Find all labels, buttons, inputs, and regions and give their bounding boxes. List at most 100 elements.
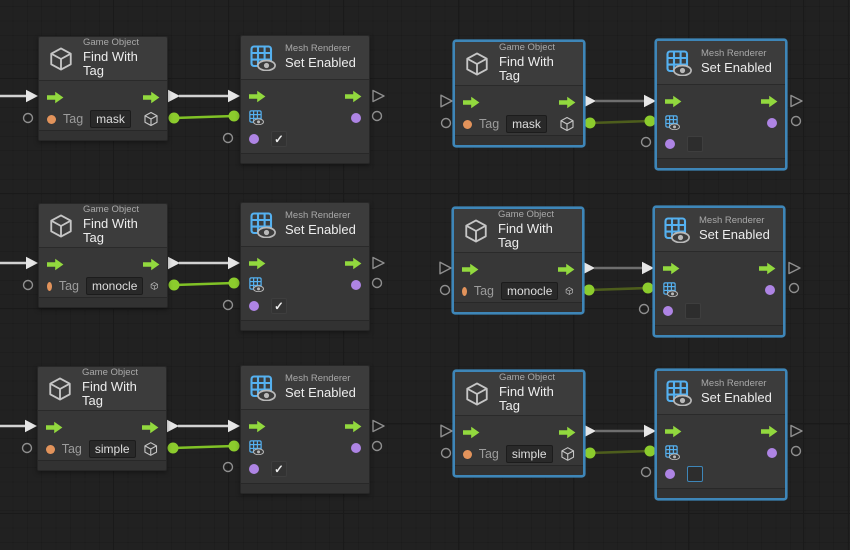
flow-output-port-icon[interactable]	[344, 257, 362, 270]
node-set-enabled-r1-right[interactable]: Mesh Renderer Set Enabled ✓	[656, 40, 786, 169]
game-object-output-port-icon[interactable]	[150, 278, 159, 294]
renderer-input-port-icon[interactable]	[663, 282, 678, 297]
value-output-port[interactable]	[351, 112, 361, 123]
port-unconnected-flow-output[interactable]	[372, 419, 385, 433]
port-unconnected-tag-input[interactable]	[21, 442, 33, 454]
port-unconnected-tag-input[interactable]	[440, 117, 452, 129]
wire-value-r1-right[interactable]	[584, 115, 656, 129]
value-output-port[interactable]	[767, 447, 777, 458]
wire-value-r3-right[interactable]	[584, 445, 656, 459]
flow-input-port-icon[interactable]	[462, 96, 480, 109]
port-unconnected-flow-output[interactable]	[788, 261, 801, 275]
flow-input-port-icon[interactable]	[664, 95, 682, 108]
flow-input-port-icon[interactable]	[46, 258, 64, 271]
port-unconnected-flow-output[interactable]	[372, 256, 385, 270]
flow-output-port-icon[interactable]	[758, 262, 776, 275]
wire-value-r2-right[interactable]	[583, 282, 654, 296]
wire-flow-incoming-r3-left[interactable]	[0, 419, 37, 433]
game-object-output-port-icon[interactable]	[143, 111, 159, 127]
port-unconnected-bool-input[interactable]	[640, 466, 652, 478]
tag-value-field[interactable]: mask	[506, 115, 547, 133]
flow-output-port-icon[interactable]	[141, 421, 159, 434]
flow-output-port-icon[interactable]	[558, 96, 576, 109]
renderer-input-port-icon[interactable]	[249, 277, 264, 292]
bool-input-port[interactable]	[665, 138, 675, 149]
port-unconnected-bool-input[interactable]	[222, 299, 234, 311]
tag-value-field[interactable]: monocle	[86, 277, 144, 295]
flow-output-port-icon[interactable]	[760, 95, 778, 108]
wire-flow-r3-left[interactable]	[167, 419, 240, 433]
node-set-enabled-r3-left[interactable]: Mesh Renderer Set Enabled ✓	[240, 365, 370, 494]
port-unconnected-bool-input[interactable]	[638, 303, 650, 315]
port-unconnected-bool-input[interactable]	[640, 136, 652, 148]
port-unconnected-value-output[interactable]	[371, 440, 383, 452]
renderer-input-port-icon[interactable]	[249, 110, 264, 125]
tag-input-port[interactable]	[463, 119, 472, 129]
node-find-with-tag-r2-left[interactable]: Game Object Find With Tag Tag monocle	[38, 203, 168, 308]
flow-output-port-icon[interactable]	[557, 263, 575, 276]
value-output-port[interactable]	[351, 279, 361, 290]
bool-input-port[interactable]	[249, 463, 259, 474]
tag-input-port[interactable]	[46, 444, 55, 454]
renderer-input-port-icon[interactable]	[665, 115, 680, 130]
port-unconnected-tag-input[interactable]	[22, 279, 34, 291]
bool-input-port[interactable]	[249, 133, 259, 144]
node-find-with-tag-r2-right[interactable]: Game Object Find With Tag Tag monocle	[453, 208, 583, 313]
wire-flow-r3-right[interactable]	[584, 424, 656, 438]
flow-input-port-icon[interactable]	[248, 257, 266, 270]
flow-output-port-icon[interactable]	[760, 425, 778, 438]
port-unconnected-value-output[interactable]	[371, 277, 383, 289]
wire-value-r3-left[interactable]	[167, 440, 240, 454]
port-unconnected-flow-input[interactable]	[440, 424, 453, 438]
port-unconnected-flow-input[interactable]	[439, 261, 452, 275]
flow-input-port-icon[interactable]	[664, 425, 682, 438]
wire-value-r2-left[interactable]	[168, 277, 240, 291]
tag-value-field[interactable]: simple	[88, 440, 136, 458]
flow-input-port-icon[interactable]	[248, 90, 266, 103]
node-set-enabled-r3-right[interactable]: Mesh Renderer Set Enabled ✓	[656, 370, 786, 499]
port-unconnected-flow-output[interactable]	[790, 94, 803, 108]
port-unconnected-bool-input[interactable]	[222, 132, 234, 144]
tag-value-field[interactable]: mask	[90, 110, 131, 128]
node-set-enabled-r2-right[interactable]: Mesh Renderer Set Enabled ✓	[654, 207, 784, 336]
flow-output-port-icon[interactable]	[344, 90, 362, 103]
tag-input-port[interactable]	[462, 286, 467, 296]
flow-input-port-icon[interactable]	[461, 263, 479, 276]
value-output-port[interactable]	[767, 117, 777, 128]
bool-input-port[interactable]	[663, 305, 673, 316]
wire-value-r1-left[interactable]	[168, 110, 240, 124]
tag-value-field[interactable]: monocle	[501, 282, 559, 300]
game-object-output-port-icon[interactable]	[559, 116, 575, 132]
flow-output-port-icon[interactable]	[558, 426, 576, 439]
enabled-checkbox[interactable]: ✓	[271, 297, 287, 314]
port-unconnected-flow-input[interactable]	[440, 94, 453, 108]
node-set-enabled-r1-left[interactable]: Mesh Renderer Set Enabled ✓	[240, 35, 370, 164]
value-output-port[interactable]	[765, 284, 775, 295]
tag-value-field[interactable]: simple	[505, 445, 553, 463]
wire-flow-incoming-r1-left[interactable]	[0, 89, 38, 103]
wire-flow-incoming-r2-left[interactable]	[0, 256, 38, 270]
flow-input-port-icon[interactable]	[662, 262, 680, 275]
port-unconnected-value-output[interactable]	[371, 110, 383, 122]
tag-input-port[interactable]	[47, 281, 52, 291]
port-unconnected-bool-input[interactable]	[222, 461, 234, 473]
port-unconnected-value-output[interactable]	[790, 115, 802, 127]
port-unconnected-tag-input[interactable]	[22, 112, 34, 124]
wire-flow-r1-right[interactable]	[584, 94, 656, 108]
renderer-input-port-icon[interactable]	[665, 445, 680, 460]
port-unconnected-tag-input[interactable]	[440, 447, 452, 459]
node-find-with-tag-r3-left[interactable]: Game Object Find With Tag Tag simple	[37, 366, 167, 471]
flow-input-port-icon[interactable]	[46, 91, 64, 104]
bool-input-port[interactable]	[249, 300, 259, 311]
enabled-checkbox[interactable]: ✓	[271, 460, 287, 477]
port-unconnected-flow-output[interactable]	[372, 89, 385, 103]
port-unconnected-flow-output[interactable]	[790, 424, 803, 438]
flow-output-port-icon[interactable]	[142, 258, 160, 271]
port-unconnected-value-output[interactable]	[790, 445, 802, 457]
enabled-checkbox[interactable]: ✓	[687, 135, 703, 152]
enabled-checkbox[interactable]: ✓	[687, 465, 703, 482]
game-object-output-port-icon[interactable]	[143, 441, 158, 457]
flow-output-port-icon[interactable]	[344, 420, 362, 433]
flow-output-port-icon[interactable]	[142, 91, 160, 104]
